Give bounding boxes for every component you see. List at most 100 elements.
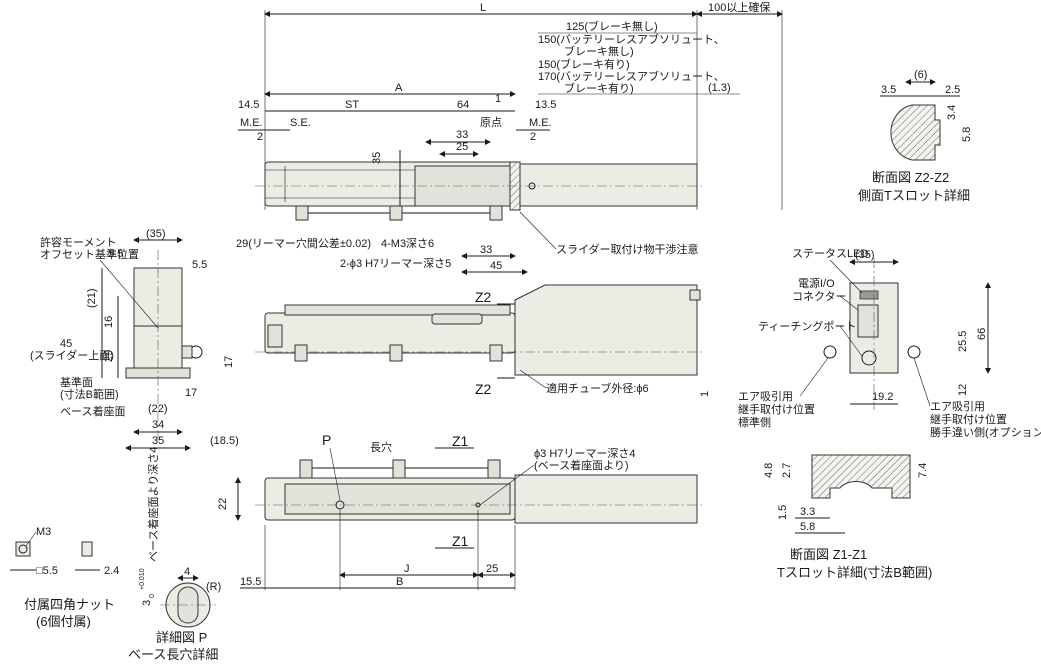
dim-25: 25 [456, 141, 468, 153]
z2-top-label: Z2 [475, 289, 492, 305]
z1-dim-4-8: 4.8 [763, 463, 775, 478]
motor-bottom [514, 474, 698, 524]
air1-label: エア吸引用 [738, 389, 793, 403]
note-m3: 4-M3深さ6 [381, 237, 434, 250]
se-label: S.E. [290, 117, 311, 129]
dim-5-5b: 5.5 [192, 259, 207, 271]
dim-33b: 33 [480, 244, 492, 256]
side-rail [284, 304, 511, 316]
nut-dim-5-5: □5.5 [36, 565, 58, 577]
moment-label: 許容モーメント [40, 235, 117, 249]
dim-45: 45 [490, 260, 502, 272]
dim-34: 34 [152, 419, 164, 431]
connector-label: コネクター [792, 290, 847, 303]
z2-dim-6: (6) [914, 69, 927, 81]
air2-label2: 継手取付け位置 [930, 412, 1007, 426]
ref-label2: (寸法B範囲) [60, 387, 119, 401]
dim-L: L [480, 2, 486, 14]
note-29: 29(リーマー穴間公差±0.02) [236, 236, 371, 250]
dim-2b: 2 [530, 131, 536, 143]
detail-r: (R) [206, 581, 221, 593]
nut-dim-2-4: 2.4 [104, 565, 119, 577]
nut-label2: (6個付属) [36, 614, 91, 629]
right-dim-19-2: 19.2 [872, 391, 893, 403]
dim-17b: 17 [185, 387, 197, 399]
note-slider: スライダー取付け物干渉注意 [556, 242, 699, 256]
base-label: ベース着座面 [60, 404, 125, 418]
dim-16: 16 [103, 316, 115, 328]
dim-ST: ST [345, 99, 359, 111]
z2-bottom-label: Z2 [475, 381, 492, 397]
dim-35-top: 35 [371, 152, 383, 164]
z1-label: 断面図 Z1-Z1 [790, 547, 867, 562]
dim-1-side: 1 [699, 391, 711, 397]
moment-label2: オフセット基準位置 [40, 247, 139, 261]
z1-dim-5-8: 5.8 [800, 521, 815, 533]
motor-top [519, 163, 698, 207]
tube-side [294, 344, 503, 362]
z1-label2: Tスロット詳細(寸法B範囲) [777, 565, 932, 580]
z2-dim-3-4: 3.4 [946, 105, 958, 120]
dim-33: 33 [456, 129, 468, 141]
p-label: P [322, 432, 331, 448]
teaching-label: ティーチングポート [758, 319, 856, 333]
air1-label3: 標準側 [738, 415, 771, 429]
dim-2a: 2 [257, 131, 263, 143]
right-dim-66: 66 [976, 328, 988, 340]
power-label: 電源I/O [798, 276, 835, 290]
z1-dim-2-7: 2.7 [781, 463, 793, 478]
note-170: 170(バッテリーレスアブソリュート、 [538, 69, 725, 83]
detail-p-label: 詳細図 P [156, 630, 207, 645]
detail-tol: +0.010 [139, 568, 146, 590]
dim-17a: 17 [223, 356, 235, 368]
air-fitting-left [823, 345, 837, 359]
note-150a2: ブレーキ無し) [564, 44, 634, 58]
detail-tol2: 0 [149, 594, 156, 598]
dim-29: 29 [103, 350, 115, 362]
air1-label2: 継手取付け位置 [738, 402, 815, 416]
z1-top-label: Z1 [452, 433, 469, 449]
dim-45-end: 45 [60, 338, 72, 350]
motor-side [514, 284, 698, 376]
fittings-bottom [299, 459, 501, 479]
right-dim-25-5: 25.5 [957, 331, 969, 352]
dim-35b: 35 [152, 435, 164, 447]
dim-64: 64 [457, 99, 469, 111]
detail-p-label2: ベース長穴詳細 [128, 647, 218, 662]
z1-dim-7-4: 7.4 [917, 463, 929, 478]
teaching-port [861, 350, 877, 366]
top-view: L 100以上確保 125(ブレーキ無し) 150(バッテリーレスアブソリュート… [236, 0, 783, 275]
dim-B: B [396, 576, 403, 588]
note-150a: 150(バッテリーレスアブソリュート、 [538, 32, 725, 46]
dim-100: 100以上確保 [708, 0, 770, 14]
detail-p: ベース着座面より深さ4 3 +0.010 0 4 (R) 詳細図 P ベース長穴… [128, 447, 221, 662]
me-left: M.E. [240, 117, 263, 129]
origin-label: 原点 [480, 116, 502, 129]
air2-label3: 勝手違い側(オプション) [930, 425, 1041, 439]
detail-depth-note: ベース着座面より深さ4 [146, 447, 160, 562]
dim-22-end: (22) [148, 403, 168, 415]
dim-J: J [404, 563, 410, 575]
z2-dim-2-5: 2.5 [945, 84, 960, 96]
z1-section: 4.8 2.7 7.4 1.5 3.3 5.8 断面図 Z1-Z1 Tスロット詳… [763, 454, 932, 580]
dim-1: 1 [495, 93, 501, 105]
nut-m3: M3 [36, 526, 51, 538]
dim-5-5a: 5.5 [108, 248, 123, 260]
z1-bottom-label: Z1 [452, 533, 469, 549]
z1-section-shape [811, 454, 911, 499]
note-125: 125(ブレーキ無し) [566, 19, 658, 33]
me-right: M.E. [529, 117, 552, 129]
nut-front [15, 541, 31, 557]
right-dim-12: 12 [957, 384, 969, 396]
z2-label: 断面図 Z2-Z2 [872, 170, 949, 185]
z2-dim-5-8: 5.8 [961, 127, 973, 142]
air-fitting-right [907, 345, 921, 359]
side-view: Z2 Z2 適用チューブ外径:ϕ6 1 [255, 284, 711, 397]
dim-14-5: 14.5 [238, 99, 259, 111]
dim-18-5: (18.5) [210, 435, 239, 447]
reamer-note: ϕ3 H7リーマー深さ4 [534, 447, 636, 460]
dim-25-bottom: 25 [486, 563, 498, 575]
end-view: 許容モーメント オフセット基準位置 (35) 5.5 5.5 (21) 16 4… [30, 228, 239, 451]
tube-note: 適用チューブ外径:ϕ6 [546, 381, 649, 395]
